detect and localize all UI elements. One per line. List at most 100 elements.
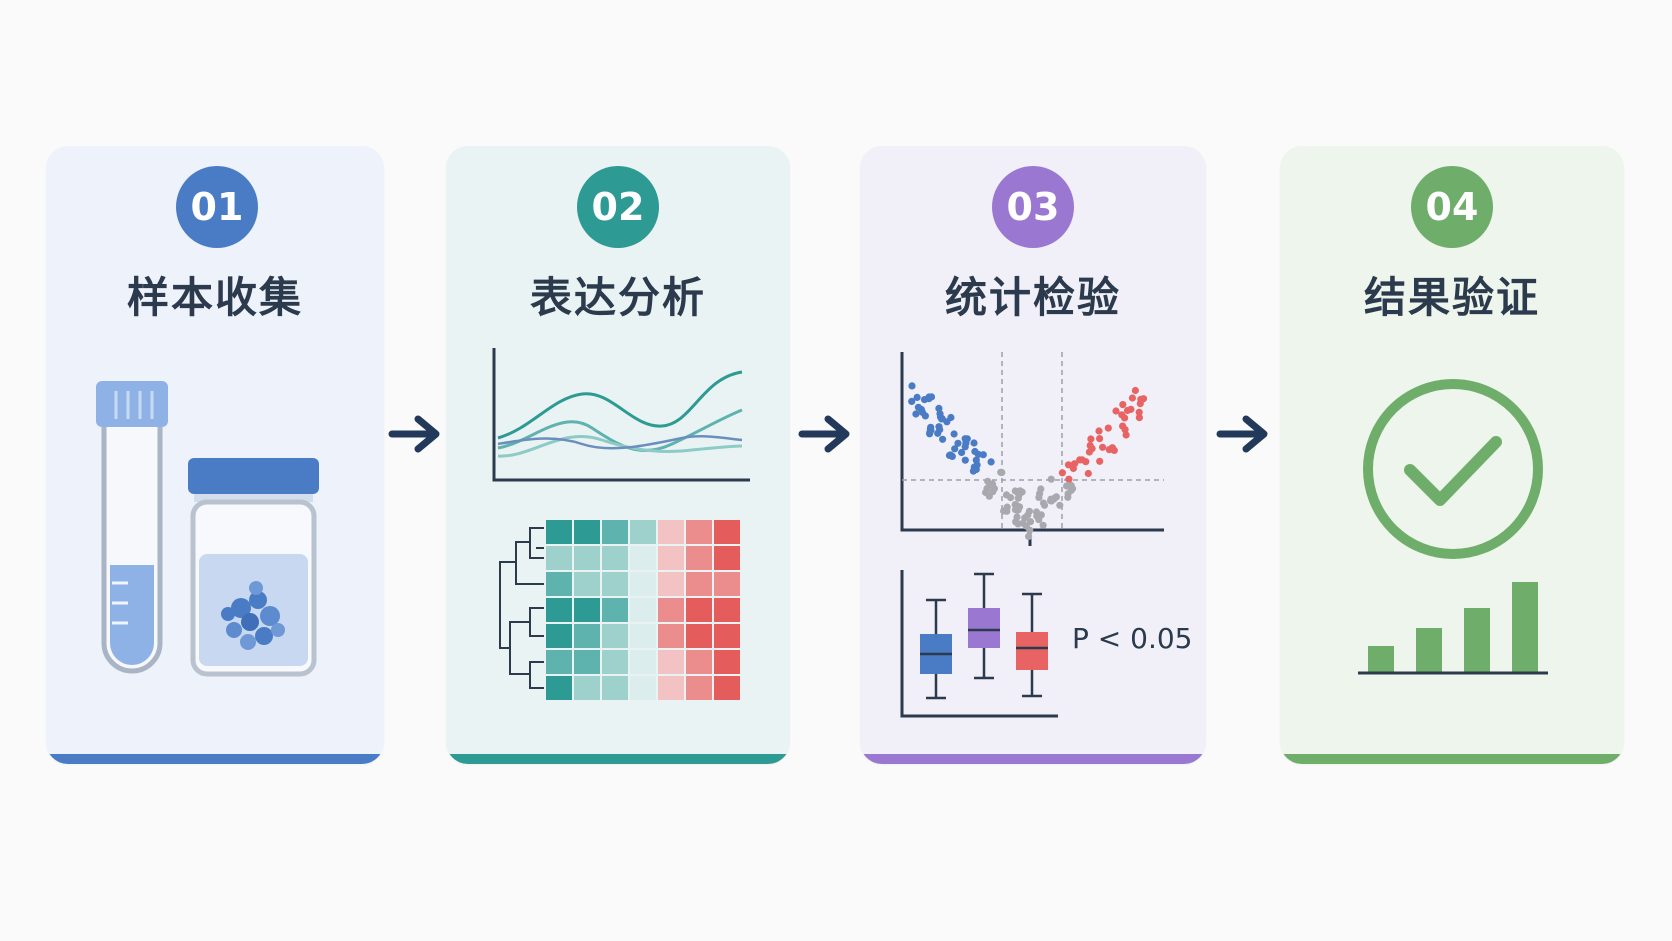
volcano-point [1021, 514, 1029, 522]
heatmap-cell [574, 598, 600, 622]
heatmap-cell [630, 572, 656, 596]
heatmap-cell [686, 676, 712, 700]
volcano-point [1047, 475, 1055, 483]
card-accent-bar [860, 754, 1206, 764]
volcano-point [997, 468, 1005, 476]
volcano-point [1119, 401, 1127, 409]
volcano-point [987, 458, 995, 466]
arrow-right-icon [798, 415, 850, 453]
volcano-point [1095, 427, 1103, 435]
volcano-point [1063, 482, 1071, 490]
heatmap-cell [686, 546, 712, 570]
checkmark-circle-icon [1363, 379, 1543, 559]
volcano-point [914, 403, 922, 411]
volcano-point [961, 456, 969, 464]
volcano-point [939, 435, 947, 443]
heatmap-cell [658, 546, 684, 570]
volcano-point [1022, 522, 1030, 530]
heatmap-cell [658, 598, 684, 622]
step-title: 样本收集 [126, 273, 303, 322]
volcano-point [1086, 441, 1094, 450]
heatmap-cell [602, 546, 628, 570]
card-accent-bar [1280, 754, 1624, 764]
heatmap-cell [630, 598, 656, 622]
heatmap-cell [574, 546, 600, 570]
volcano-point [1000, 507, 1008, 515]
step-number-badge: 01 [176, 166, 258, 248]
step-number-badge: 04 [1411, 166, 1493, 248]
step-card-1: 01 样本收集 [46, 146, 384, 764]
volcano-point [1135, 414, 1143, 422]
volcano-point [1119, 422, 1127, 430]
volcano-point [1052, 493, 1060, 501]
volcano-point [938, 415, 946, 423]
volcano-point [970, 439, 978, 447]
volcano-point [979, 451, 987, 459]
volcano-point [1135, 408, 1143, 416]
volcano-point [1099, 443, 1107, 451]
card-accent-bar [46, 754, 384, 764]
volcano-point [1014, 489, 1022, 497]
heatmap-cell [686, 572, 712, 596]
heatmap-cell [546, 650, 572, 674]
heatmap-cell [602, 598, 628, 622]
volcano-point [1082, 458, 1090, 466]
volcano-point [1058, 469, 1066, 477]
step-card-3: 03 统计检验 P < 0.05 [860, 146, 1206, 764]
volcano-point [912, 410, 920, 418]
volcano-point [1096, 435, 1104, 443]
volcano-point [1085, 448, 1093, 456]
volcano-point [971, 447, 979, 456]
volcano-point [935, 404, 943, 412]
card-accent-bar [446, 754, 790, 764]
volcano-point [1025, 532, 1033, 540]
heatmap-cell [714, 520, 740, 544]
volcano-point [1065, 475, 1073, 483]
step-card-2: 02 表达分析 [446, 146, 790, 764]
heatmap-cell [630, 676, 656, 700]
volcano-point [1064, 461, 1073, 469]
heatmap-cell [546, 572, 572, 596]
heatmap-cell [686, 650, 712, 674]
heatmap-cell [602, 676, 628, 700]
volcano-point [908, 382, 916, 390]
volcano-point [1002, 491, 1011, 499]
heatmap-cell [686, 624, 712, 648]
volcano-point [1014, 494, 1022, 502]
volcano-point [1096, 457, 1104, 465]
volcano-point [1032, 508, 1041, 516]
heatmap-cell [658, 650, 684, 674]
heatmap-cell [602, 520, 628, 544]
sample-jar-icon [188, 458, 319, 677]
volcano-point [1110, 446, 1118, 454]
heatmap-cell [574, 572, 600, 596]
heatmap-cell [714, 598, 740, 622]
step-card-4: 04 结果验证 [1280, 146, 1624, 764]
volcano-point [950, 430, 958, 438]
test-tube-icon [96, 381, 168, 674]
heatmap-cell [714, 676, 740, 700]
step-title: 表达分析 [529, 273, 706, 322]
volcano-point [1064, 490, 1072, 498]
volcano-point [958, 448, 966, 457]
volcano-point [1128, 394, 1136, 402]
heatmap-cell [630, 520, 656, 544]
line-chart-icon [492, 348, 750, 482]
heatmap-cell [658, 572, 684, 596]
arrow-right-icon [388, 415, 440, 453]
volcano-point [1137, 395, 1145, 403]
heatmap-cell [546, 624, 572, 648]
volcano-point [945, 451, 954, 459]
volcano-point [1015, 503, 1024, 511]
heatmap-cell [686, 520, 712, 544]
heatmap-cell [574, 624, 600, 648]
volcano-point [1071, 460, 1079, 468]
step-title: 统计检验 [944, 273, 1121, 322]
volcano-point [1068, 485, 1077, 493]
heatmap-cell [658, 520, 684, 544]
volcano-point [1025, 507, 1033, 515]
heatmap-cell [602, 624, 628, 648]
volcano-point [913, 393, 921, 401]
volcano-point [1039, 499, 1048, 507]
p-value-label: P < 0.05 [1072, 622, 1193, 655]
